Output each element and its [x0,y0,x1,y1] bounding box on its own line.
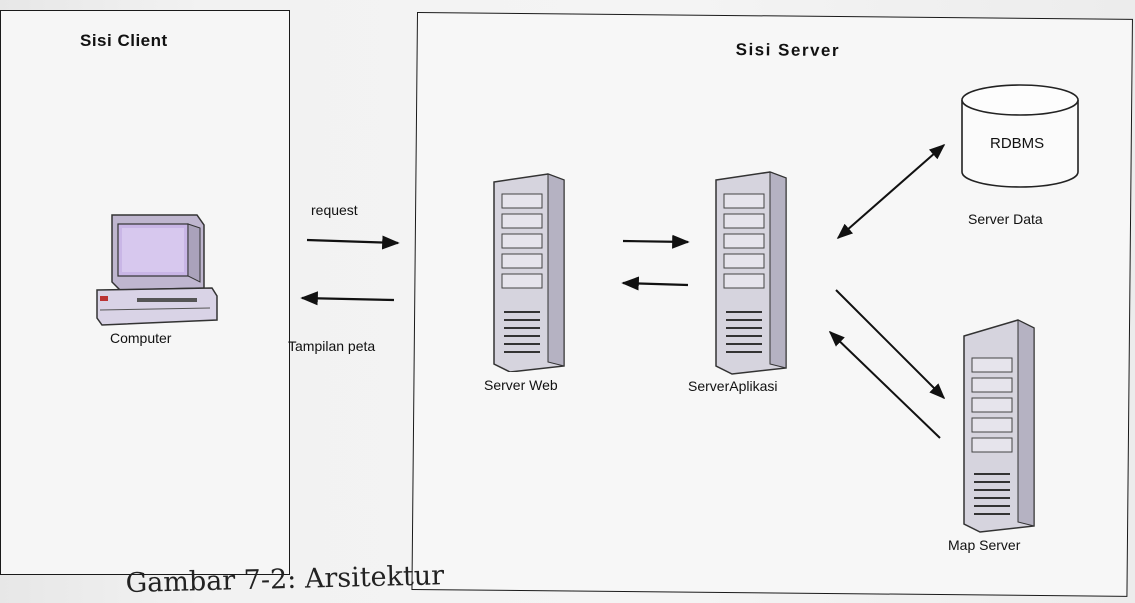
rdbms-label: RDBMS [990,135,1045,152]
map-server-icon [963,319,1035,533]
computer-icon [96,214,218,326]
response-arrow [300,291,395,306]
map-to-app-arrow [828,330,941,439]
app-to-map-arrow [835,289,946,400]
server-aplikasi-icon [715,171,787,375]
computer-label: Computer [110,330,172,346]
client-title: Sisi Client [80,31,168,50]
web-to-app-arrow [622,234,690,249]
app-to-web-arrow [621,276,689,291]
request-arrow [306,235,400,250]
server-data-label: Server Data [968,211,1043,227]
response-label: Tampilan peta [288,338,376,354]
app-rdbms-arrow [836,143,946,240]
server-web-label: Server Web [484,377,558,393]
database-cylinder-icon [961,84,1079,188]
request-label: request [311,202,358,218]
map-server-label: Map Server [948,537,1021,553]
server-web-icon [493,173,565,372]
server-aplikasi-label: ServerAplikasi [688,378,778,394]
